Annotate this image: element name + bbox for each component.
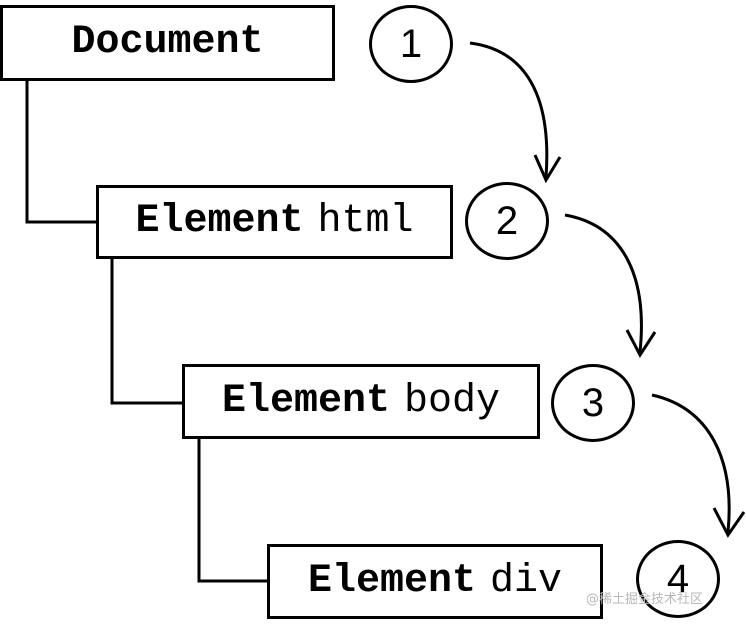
tree-connector-html-body [110, 258, 183, 405]
node-element-html: Element html [96, 185, 453, 259]
watermark-text: @稀土掘金技术社区 [586, 592, 704, 607]
flow-arrow-3-to-4 [651, 393, 731, 533]
node-type-label: Element [135, 199, 304, 244]
node-document: Document [0, 5, 335, 81]
step-number: 3 [581, 380, 605, 425]
flow-arrow-1-to-2-head [533, 154, 562, 184]
step-number: 4 [666, 556, 690, 601]
node-type-label: Document [71, 20, 264, 65]
step-number: 1 [399, 21, 423, 66]
node-tag-name: body [404, 378, 501, 424]
step-circle-2: 2 [465, 182, 549, 260]
step-circle-1: 1 [369, 5, 453, 83]
node-type-label: Element [307, 558, 476, 604]
node-tag-name: div [490, 558, 563, 604]
flow-arrow-3-to-4-head [712, 507, 746, 538]
tree-connector-body-div [197, 438, 268, 583]
node-element-body: Element body [182, 364, 540, 439]
tree-connector-document-html [25, 80, 97, 224]
step-circle-4: 4 [636, 540, 720, 618]
node-tag-name: html [317, 199, 414, 244]
step-number: 2 [495, 198, 519, 243]
node-element-div: Element div [267, 544, 603, 619]
step-circle-3: 3 [551, 364, 635, 442]
flow-arrow-2-to-3-head [625, 329, 657, 358]
flow-arrow-2-to-3 [564, 213, 643, 353]
flow-arrow-1-to-2 [469, 41, 549, 178]
node-type-label: Element [221, 378, 390, 424]
